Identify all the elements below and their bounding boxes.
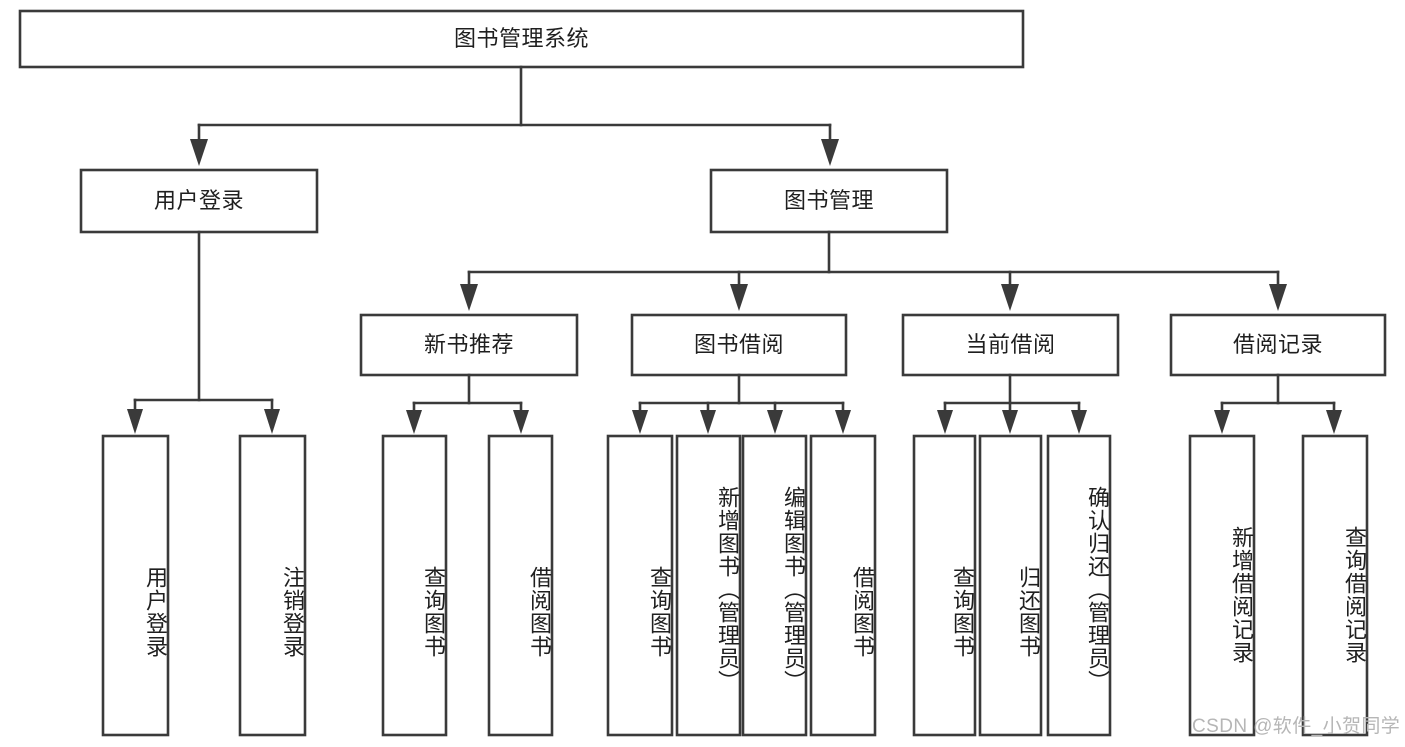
arrow-bb-leaf-3 (767, 410, 783, 434)
arrow-bm-to-book-borrow (730, 284, 748, 311)
leaf-box-borrow-record-1[interactable] (1188, 434, 1256, 737)
leaf-box-book-borrow-2[interactable] (675, 434, 742, 737)
arrow-user-login-leaf-1 (127, 409, 143, 434)
node-user-login-box[interactable] (79, 168, 319, 234)
arrow-br-leaf-2 (1326, 410, 1342, 434)
arrow-bb-leaf-1 (632, 410, 648, 434)
leaf-box-current-borrow-1[interactable] (912, 434, 977, 737)
leaf-box-current-borrow-3[interactable] (1046, 434, 1112, 737)
node-borrow-record-box[interactable] (1169, 313, 1387, 377)
arrow-newbook-leaf-2 (513, 410, 529, 434)
leaf-box-book-borrow-1[interactable] (606, 434, 674, 737)
arrow-bb-leaf-4 (835, 410, 851, 434)
leaf-box-current-borrow-2[interactable] (978, 434, 1043, 737)
leaf-box-user-login-1[interactable] (101, 434, 170, 737)
arrow-root-to-book-manage (821, 139, 839, 166)
arrow-root-to-user-login (190, 139, 208, 166)
leaf-box-user-login-2[interactable] (238, 434, 307, 737)
arrow-bm-to-new-book (460, 284, 478, 311)
arrow-bb-leaf-2 (700, 410, 716, 434)
arrow-cb-leaf-2 (1002, 410, 1018, 434)
node-current-borrow-box[interactable] (901, 313, 1120, 377)
arrow-user-login-leaf-2 (264, 409, 280, 434)
leaf-box-book-borrow-4[interactable] (809, 434, 877, 737)
leaf-box-new-book-2[interactable] (487, 434, 554, 737)
arrow-newbook-leaf-1 (406, 410, 422, 434)
node-book-manage-box[interactable] (709, 168, 949, 234)
node-root-box[interactable] (18, 9, 1025, 69)
node-book-borrow-box[interactable] (630, 313, 848, 377)
arrow-bm-to-current-borrow (1001, 284, 1019, 311)
arrow-cb-leaf-3 (1071, 410, 1087, 434)
leaf-box-borrow-record-2[interactable] (1301, 434, 1369, 737)
arrow-cb-leaf-1 (937, 410, 953, 434)
arrow-bm-to-borrow-record (1269, 284, 1287, 311)
arrow-br-leaf-1 (1214, 410, 1230, 434)
leaf-box-book-borrow-3[interactable] (741, 434, 808, 737)
leaf-box-new-book-1[interactable] (381, 434, 448, 737)
node-new-book-box[interactable] (359, 313, 579, 377)
